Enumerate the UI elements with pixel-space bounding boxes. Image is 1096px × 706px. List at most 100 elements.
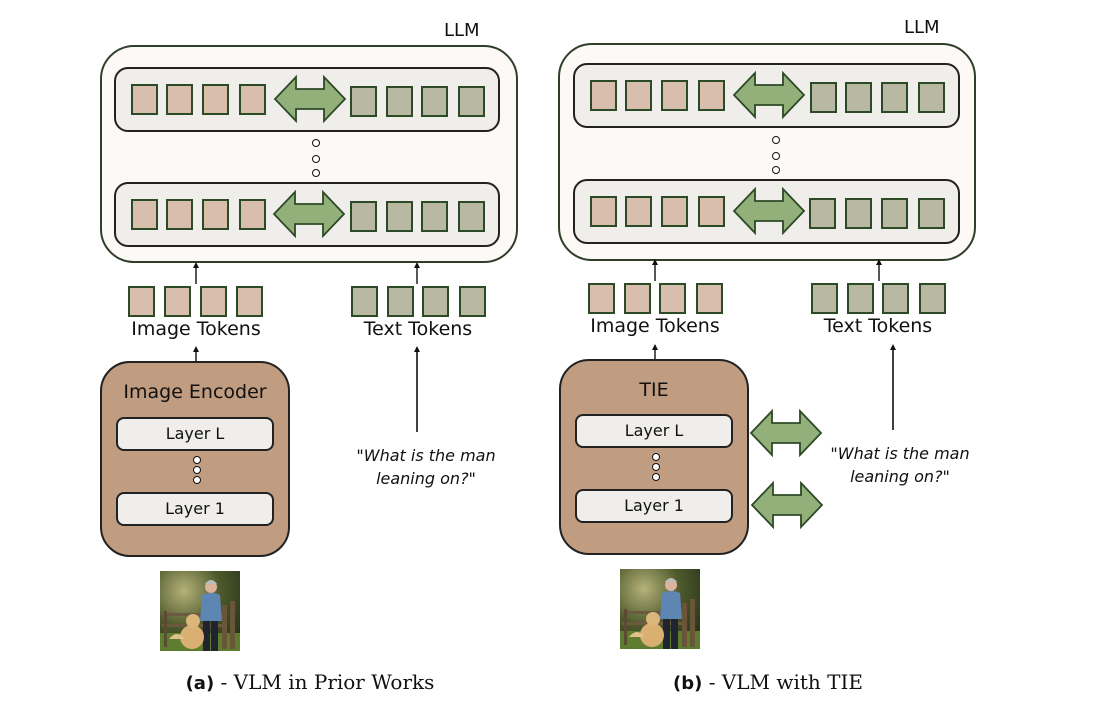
encoder-layer-l: Layer L: [116, 417, 274, 451]
question-text: "What is the man leaning on?": [356, 444, 495, 490]
image-token: [698, 196, 725, 227]
bidirectional-arrow-icon: [272, 189, 346, 239]
text-token: [458, 86, 485, 117]
input-photo-illustration: [620, 569, 700, 649]
bidirectional-arrow-icon: [732, 70, 806, 120]
image-token: [166, 84, 193, 115]
text-token: [810, 82, 837, 113]
up-arrow-icon: [876, 259, 882, 281]
image-token: [239, 84, 266, 115]
ellipsis-dot: [652, 463, 660, 471]
text-token: [845, 82, 872, 113]
text-token: [351, 286, 378, 317]
caption-text: - VLM in Prior Works: [214, 670, 435, 694]
image-token: [202, 199, 229, 230]
encoder-layer-1: Layer 1: [116, 492, 274, 526]
question-line: "What is the man: [830, 444, 970, 463]
text-token: [845, 198, 872, 229]
text-token: [882, 283, 909, 314]
text-token: [811, 283, 838, 314]
image-token: [239, 199, 266, 230]
text-token: [881, 198, 908, 229]
image-token: [588, 283, 615, 314]
up-arrow-icon: [652, 344, 658, 360]
caption-tag: (a): [185, 673, 215, 694]
ellipsis-dot: [193, 466, 201, 474]
encoder-layer-l: Layer L: [575, 414, 733, 448]
image-token: [202, 84, 229, 115]
tie-encoder-block: TIE Layer L Layer 1: [559, 359, 749, 555]
image-token: [624, 283, 651, 314]
up-arrow-icon: [414, 346, 420, 432]
text-token: [847, 283, 874, 314]
up-arrow-icon: [414, 262, 420, 284]
ellipsis-dot: [312, 169, 320, 177]
text-token: [386, 201, 413, 232]
text-tokens-label: Text Tokens: [363, 318, 473, 340]
ellipsis-dot: [772, 136, 780, 144]
image-encoder-block: Image Encoder Layer L Layer 1: [100, 361, 290, 557]
image-token: [131, 199, 158, 230]
ellipsis-dot: [312, 139, 320, 147]
bidirectional-arrow-icon: [732, 186, 806, 236]
question-line: "What is the man: [356, 446, 496, 465]
interaction-arrow-icon: [750, 480, 824, 530]
image-token: [128, 286, 155, 317]
text-token: [919, 283, 946, 314]
up-arrow-icon: [890, 344, 896, 430]
ellipsis-dot: [652, 453, 660, 461]
question-line: leaning on?": [850, 467, 950, 486]
caption-b: (b) - VLM with TIE: [673, 670, 863, 694]
image-token: [166, 199, 193, 230]
text-token: [421, 201, 448, 232]
text-token: [918, 82, 945, 113]
text-token: [350, 201, 377, 232]
text-token: [422, 286, 449, 317]
question-text: "What is the man leaning on?": [830, 442, 969, 488]
text-token: [881, 82, 908, 113]
interaction-arrow-icon: [749, 408, 823, 458]
image-token: [696, 283, 723, 314]
text-token: [350, 86, 377, 117]
image-token: [661, 196, 688, 227]
text-tokens-label: Text Tokens: [823, 315, 933, 337]
ellipsis-dot: [772, 152, 780, 160]
caption-a: (a) - VLM in Prior Works: [186, 670, 435, 694]
encoder-title: TIE: [639, 379, 669, 401]
text-token: [387, 286, 414, 317]
image-token: [625, 196, 652, 227]
up-arrow-icon: [193, 346, 199, 362]
ellipsis-dot: [312, 155, 320, 163]
bidirectional-arrow-icon: [273, 74, 347, 124]
image-token: [698, 80, 725, 111]
up-arrow-icon: [652, 259, 658, 281]
caption-tag: (b): [672, 673, 703, 694]
image-token: [131, 84, 158, 115]
ellipsis-dot: [193, 476, 201, 484]
image-token: [590, 80, 617, 111]
ellipsis-dot: [652, 473, 660, 481]
image-token: [659, 283, 686, 314]
input-photo-illustration: [160, 571, 240, 651]
text-token: [809, 198, 836, 229]
text-token: [421, 86, 448, 117]
input-image: [160, 571, 240, 651]
image-token: [164, 286, 191, 317]
text-token: [386, 86, 413, 117]
ellipsis-dot: [772, 166, 780, 174]
llm-label: LLM: [904, 17, 940, 38]
image-token: [590, 196, 617, 227]
question-line: leaning on?": [376, 469, 476, 488]
image-tokens-label: Image Tokens: [131, 318, 261, 340]
encoder-layer-1: Layer 1: [575, 489, 733, 523]
text-token: [918, 198, 945, 229]
ellipsis-dot: [193, 456, 201, 464]
up-arrow-icon: [193, 262, 199, 284]
text-token: [459, 286, 486, 317]
image-tokens-label: Image Tokens: [590, 315, 720, 337]
llm-label: LLM: [444, 20, 480, 41]
image-token: [661, 80, 688, 111]
input-image: [620, 569, 700, 649]
text-token: [458, 201, 485, 232]
image-token: [625, 80, 652, 111]
